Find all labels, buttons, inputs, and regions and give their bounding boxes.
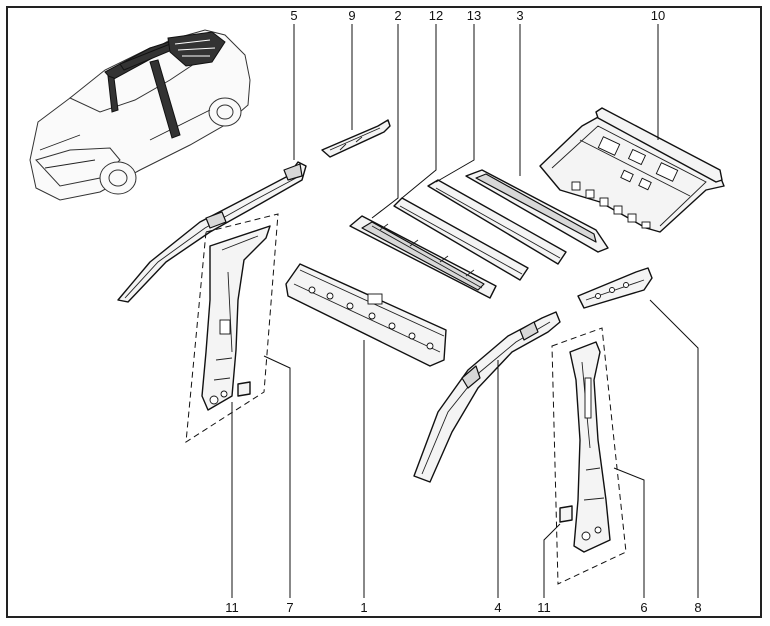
callout-labels: 5 9 2 12 13 3 10 11 7 1 4 11 6 8 bbox=[225, 8, 701, 615]
callout-4: 4 bbox=[494, 600, 501, 615]
callout-11-right: 11 bbox=[537, 600, 551, 615]
part-4-roof-side-rail bbox=[413, 311, 561, 483]
callout-1: 1 bbox=[360, 600, 367, 615]
leader-lines bbox=[231, 24, 699, 598]
callout-13: 13 bbox=[467, 8, 481, 23]
part-3-roof-bow bbox=[465, 169, 609, 253]
part-10-rear-shelf bbox=[539, 107, 725, 233]
callout-8: 8 bbox=[694, 600, 701, 615]
diagram-frame bbox=[6, 6, 762, 618]
part-9-roof-bracket bbox=[321, 119, 391, 158]
callout-2: 2 bbox=[394, 8, 401, 23]
callout-10: 10 bbox=[651, 8, 665, 23]
callout-7: 7 bbox=[286, 600, 293, 615]
part-1-front-roof-header bbox=[285, 263, 447, 367]
callout-6: 6 bbox=[640, 600, 647, 615]
part-7-pillar-left bbox=[185, 213, 279, 443]
callout-9: 9 bbox=[348, 8, 355, 23]
car-overview-illustration bbox=[29, 29, 251, 201]
part-8-rear-bracket bbox=[577, 267, 653, 309]
part-12-roof-bow bbox=[393, 197, 529, 281]
callout-12: 12 bbox=[429, 8, 443, 23]
part-2-roof-bow bbox=[349, 215, 497, 299]
part-5-roof-side-rail bbox=[117, 161, 307, 303]
callout-3: 3 bbox=[516, 8, 523, 23]
callout-11-left: 11 bbox=[225, 600, 239, 615]
callout-5: 5 bbox=[290, 8, 297, 23]
part-13-roof-bow bbox=[427, 179, 567, 265]
part-6-pillar-right bbox=[551, 327, 627, 585]
